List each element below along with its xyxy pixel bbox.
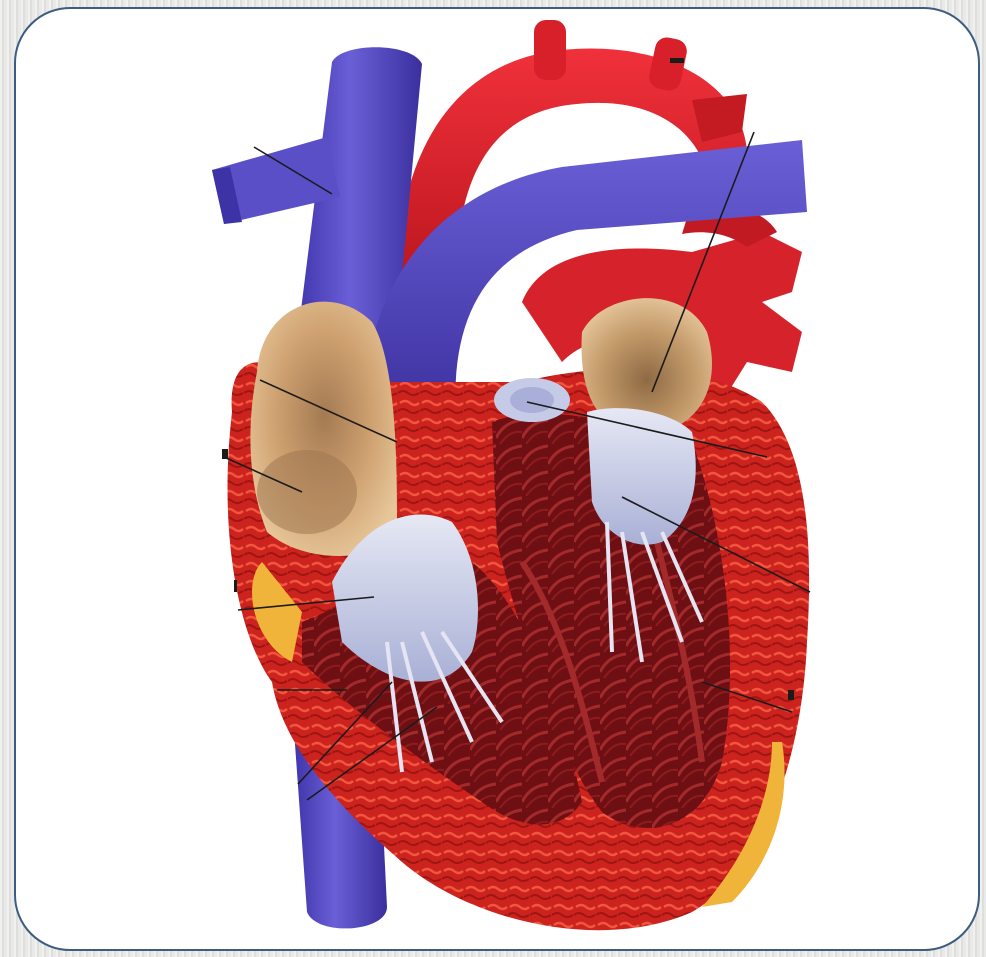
heart-diagram <box>14 7 980 951</box>
leader-tick <box>222 449 228 459</box>
leader-tick <box>670 58 684 63</box>
right-atrium <box>250 302 397 556</box>
semilunar-valve <box>494 378 570 422</box>
leader-tick <box>234 580 237 592</box>
image-card <box>14 7 980 951</box>
leader-tick <box>788 690 794 700</box>
